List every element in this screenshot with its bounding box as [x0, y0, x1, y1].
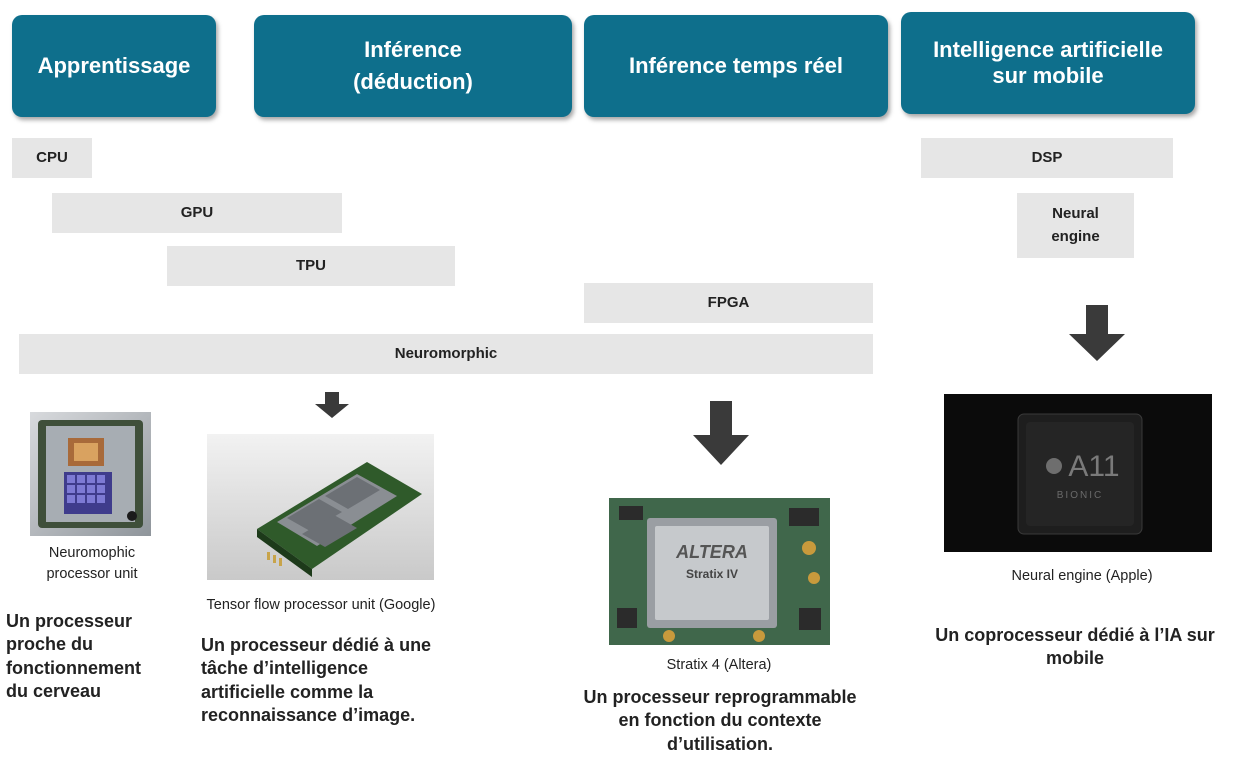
apple-model-label: A11	[1068, 450, 1119, 483]
caption-tpu: Tensor flow processor unit (Google)	[206, 597, 436, 613]
desc-neural-engine: Un coprocesseur dédié à l’IA sur mobile	[935, 625, 1215, 669]
bar-gpu-label: GPU	[180, 203, 214, 221]
down-arrow-icon-tpu	[315, 392, 349, 418]
apple-a11-image: A11 BIONIC	[944, 394, 1212, 552]
bar-neuromorphic-label: Neuromorphic	[394, 344, 498, 362]
bar-neuromorphic: Neuromorphic	[19, 334, 873, 374]
desc-tpu: Un processeur dédié à une tâche d’intell…	[201, 635, 432, 726]
header-inference-temps-reel-label: Inférence temps réel	[629, 53, 843, 79]
header-apprentissage-label: Apprentissage	[37, 53, 191, 79]
down-arrow-icon-fpga	[693, 401, 749, 465]
header-inference-label: Inférence (déduction)	[353, 37, 473, 94]
header-inference: Inférence (déduction)	[254, 15, 572, 117]
caption-stratix: Stratix 4 (Altera)	[666, 657, 772, 673]
altera-model-label: Stratix IV	[686, 567, 738, 581]
bar-neural-engine-label: Neural engine	[1051, 205, 1100, 245]
desc-fpga: Un processeur reprogrammable en fonction…	[583, 687, 857, 754]
bar-cpu-label: CPU	[36, 148, 68, 166]
header-inference-temps-reel: Inférence temps réel	[584, 15, 888, 117]
bar-tpu: TPU	[167, 246, 455, 286]
bar-dsp: DSP	[921, 138, 1173, 178]
header-apprentissage: Apprentissage	[12, 15, 216, 117]
bar-fpga-label: FPGA	[707, 293, 750, 311]
tpu-board-image	[207, 434, 434, 580]
bar-fpga: FPGA	[584, 283, 873, 323]
down-arrow-icon-neural-engine	[1069, 305, 1125, 361]
apple-sub-label: BIONIC	[1057, 490, 1103, 501]
bar-gpu: GPU	[52, 193, 342, 233]
desc-neuromorphic: Un processeur proche du fonctionnement d…	[6, 611, 141, 702]
bar-dsp-label: DSP	[1031, 148, 1063, 166]
bar-neural-engine: Neural engine	[1017, 193, 1134, 258]
stratix-board-image: ALTERA Stratix IV	[609, 498, 830, 645]
altera-brand-label: ALTERA	[675, 542, 748, 562]
caption-apple: Neural engine (Apple)	[1011, 568, 1153, 584]
caption-neuromorphic: Neuromophic processor unit	[46, 545, 138, 583]
bar-tpu-label: TPU	[296, 256, 326, 274]
header-ia-mobile: Intelligence artificielle sur mobile	[901, 12, 1195, 114]
bar-cpu: CPU	[12, 138, 92, 178]
header-ia-mobile-label: Intelligence artificielle sur mobile	[933, 36, 1163, 88]
neuromorphic-chip-image	[30, 412, 151, 536]
